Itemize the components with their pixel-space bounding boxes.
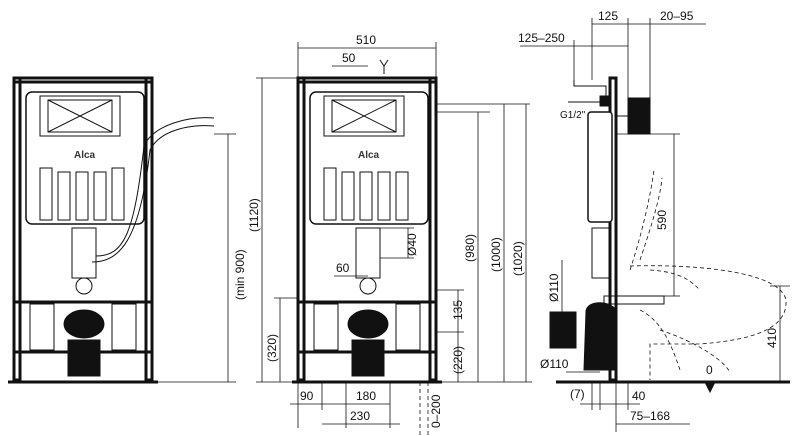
dim-20-95: 20–95 [660, 9, 694, 23]
dim-135: 135 [451, 300, 465, 320]
dim-410: 410 [765, 328, 779, 348]
dim-180: 180 [356, 389, 376, 403]
dim-590: 590 [655, 210, 669, 230]
dim-0-200: 0–200 [429, 394, 443, 428]
dim-min-900: (min 900) [233, 249, 247, 300]
dim-125-250: 125–250 [518, 31, 565, 45]
dim-1120: (1120) [247, 198, 261, 232]
dim-980: (980) [463, 234, 477, 262]
dim-zero-level: 0 [706, 363, 713, 377]
front-view-left: Alca (min 900) [8, 76, 247, 384]
dim-60: 60 [336, 261, 350, 275]
dim-75-168: 75–168 [630, 409, 670, 423]
brand-label-left: Alca [74, 150, 96, 161]
side-view: 125 20–95 125–250 G1/2" 590 Ø110 Ø110 41… [518, 9, 790, 432]
dim-90: 90 [300, 389, 314, 403]
dim-diameter-40: Ø40 [405, 233, 419, 256]
dim-1020: (1020) [511, 241, 525, 276]
dim-7: (7) [570, 387, 585, 401]
dim-50: 50 [342, 51, 356, 65]
dim-220: (220) [451, 346, 465, 374]
dim-125: 125 [598, 9, 618, 23]
dim-diameter-110-top: Ø110 [547, 273, 561, 302]
dim-230: 230 [350, 409, 370, 423]
dim-width-510: 510 [356, 33, 376, 47]
dim-diameter-110-bottom: Ø110 [540, 357, 569, 371]
brand-label-middle: Alca [358, 150, 380, 161]
label-g-half-inch: G1/2" [560, 110, 586, 121]
dim-320: (320) [265, 334, 279, 362]
dim-1000: (1000) [489, 237, 503, 272]
front-view-middle: Alca 510 50 (1120) (320) Ø40 60 [247, 33, 532, 436]
dim-40-side: 40 [632, 389, 646, 403]
